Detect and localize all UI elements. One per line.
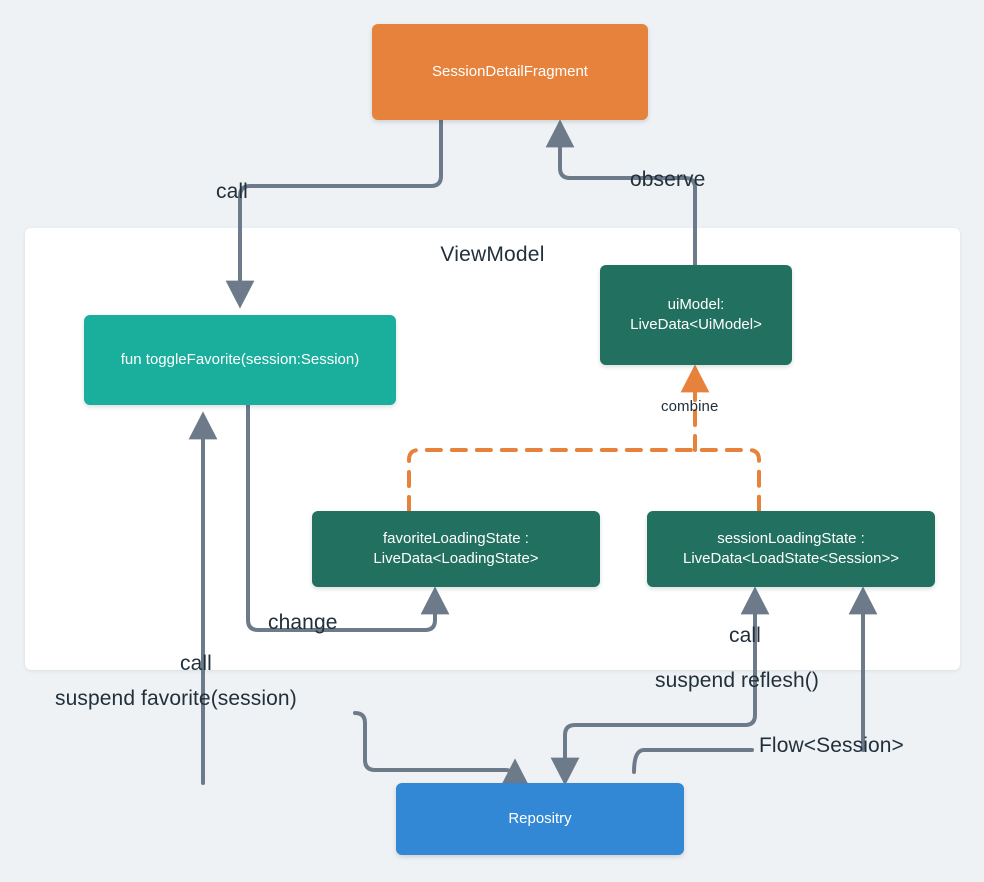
viewmodel-panel [25,228,960,670]
edge-flow-session-from-repo [632,748,754,774]
node-repository[interactable]: Repositry [396,783,684,855]
node-session-loading-state-line1: sessionLoadingState : [717,530,865,548]
edge-label-observe: observe [630,168,706,191]
node-session-detail-fragment[interactable]: SessionDetailFragment [372,24,648,120]
edge-label-suspend-favorite: suspend favorite(session) [55,687,297,710]
edge-label-combine: combine [661,398,719,415]
edge-label-change: change [268,611,338,634]
node-toggle-favorite-label: fun toggleFavorite(session:Session) [120,351,360,369]
edge-label-call-left: call [180,652,212,675]
node-session-loading-state-line2: LiveData<LoadState<Session>> [683,550,899,567]
node-favorite-loading-state-line1: favoriteLoadingState : [383,530,529,548]
node-session-loading-state[interactable]: sessionLoadingState : LiveData<LoadState… [647,511,935,587]
node-ui-model-line1: uiModel: [667,296,725,314]
edge-label-call-top: call [216,180,248,203]
node-ui-model[interactable]: uiModel: LiveData<UiModel> [600,265,792,365]
edge-suspend-reflesh-to-repo [550,698,757,786]
node-favorite-loading-state-line2: LiveData<LoadingState> [373,550,539,567]
node-toggle-favorite[interactable]: fun toggleFavorite(session:Session) [84,315,396,405]
node-ui-model-line2: LiveData<UiModel> [630,316,762,333]
node-repository-label: Repositry [508,810,572,828]
node-favorite-loading-state[interactable]: favoriteLoadingState : LiveData<LoadingS… [312,511,600,587]
edge-suspend-favorite-to-repo [353,711,530,787]
edge-label-suspend-reflesh: suspend reflesh() [655,669,819,692]
viewmodel-panel-title: ViewModel [440,243,545,266]
edge-label-flow-session: Flow<Session> [759,734,904,757]
node-session-detail-fragment-label: SessionDetailFragment [432,63,588,81]
edge-label-call-right: call [729,624,761,647]
